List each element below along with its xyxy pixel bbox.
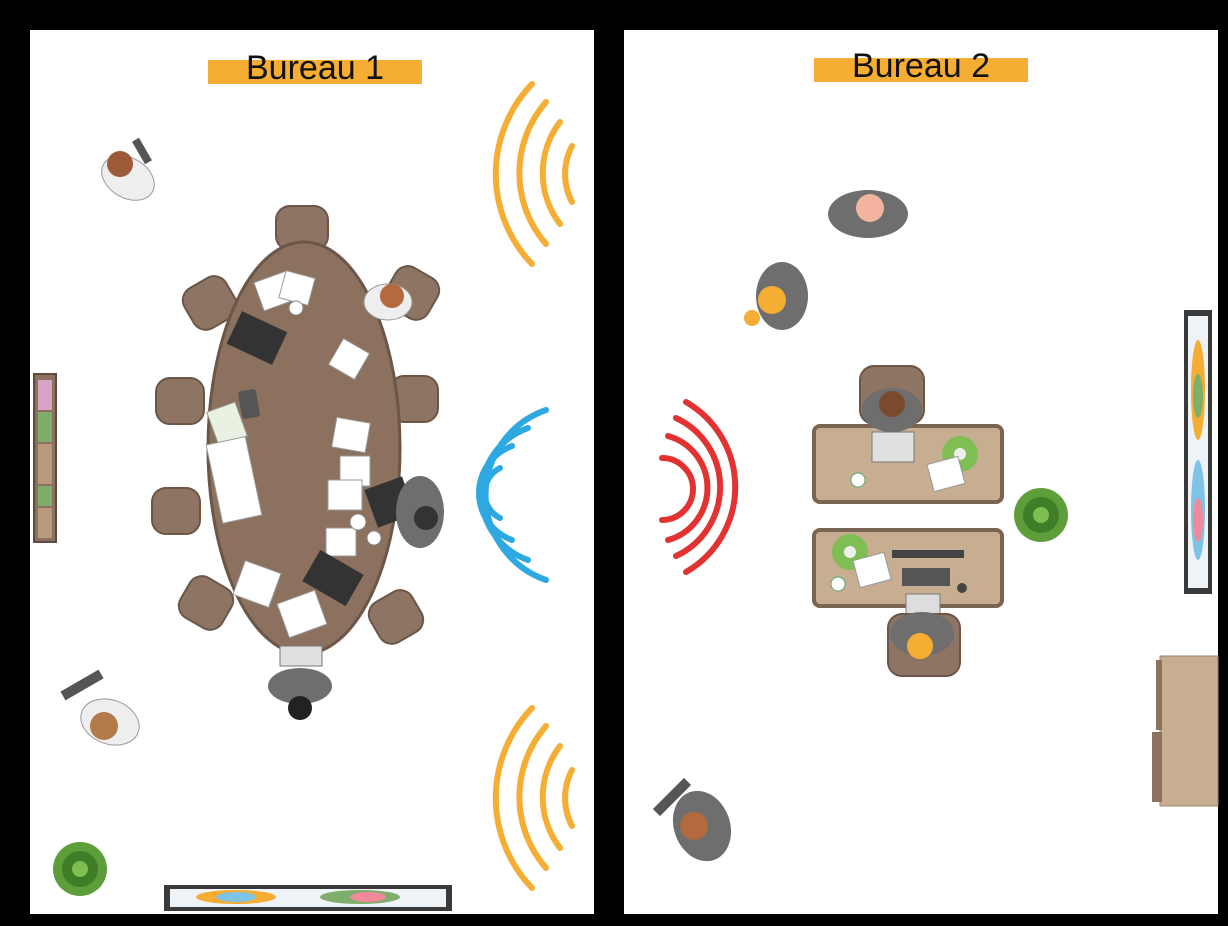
wall-screen-right bbox=[1184, 310, 1212, 594]
label-bar bbox=[208, 60, 422, 84]
plant-icon bbox=[1014, 488, 1068, 542]
laptop-icon bbox=[871, 431, 915, 463]
wifi-signal-icon bbox=[492, 705, 575, 891]
wall-shelf bbox=[33, 373, 57, 543]
person-icon bbox=[828, 190, 908, 238]
person-icon bbox=[268, 668, 332, 720]
monitor-icon bbox=[892, 550, 964, 558]
person-icon bbox=[887, 612, 961, 677]
plant-icon bbox=[53, 842, 107, 896]
desk-items bbox=[830, 431, 978, 617]
table-items bbox=[205, 269, 416, 667]
chairs bbox=[151, 205, 441, 645]
person-icon bbox=[744, 262, 808, 330]
person-icon bbox=[396, 476, 444, 548]
person-icon bbox=[859, 365, 925, 432]
label-bar bbox=[814, 58, 1028, 82]
room-label-bureau-2: Bureau 2 bbox=[814, 49, 1028, 83]
wall-screen-bottom bbox=[164, 885, 452, 911]
laptop-icon bbox=[226, 311, 288, 365]
person-icon bbox=[101, 137, 155, 201]
laptop-icon bbox=[302, 549, 364, 607]
room-title: Bureau 2 bbox=[852, 47, 990, 85]
room-title: Bureau 1 bbox=[246, 49, 384, 87]
person-icon bbox=[363, 283, 413, 321]
room-label-bureau-1: Bureau 1 bbox=[208, 51, 422, 85]
cabinet bbox=[1152, 655, 1219, 807]
wifi-signal-icon bbox=[492, 81, 575, 267]
person-icon bbox=[652, 777, 732, 862]
person-icon bbox=[60, 669, 140, 746]
wifi-signal-icon bbox=[659, 399, 739, 575]
wifi-signal-icon bbox=[476, 407, 549, 583]
